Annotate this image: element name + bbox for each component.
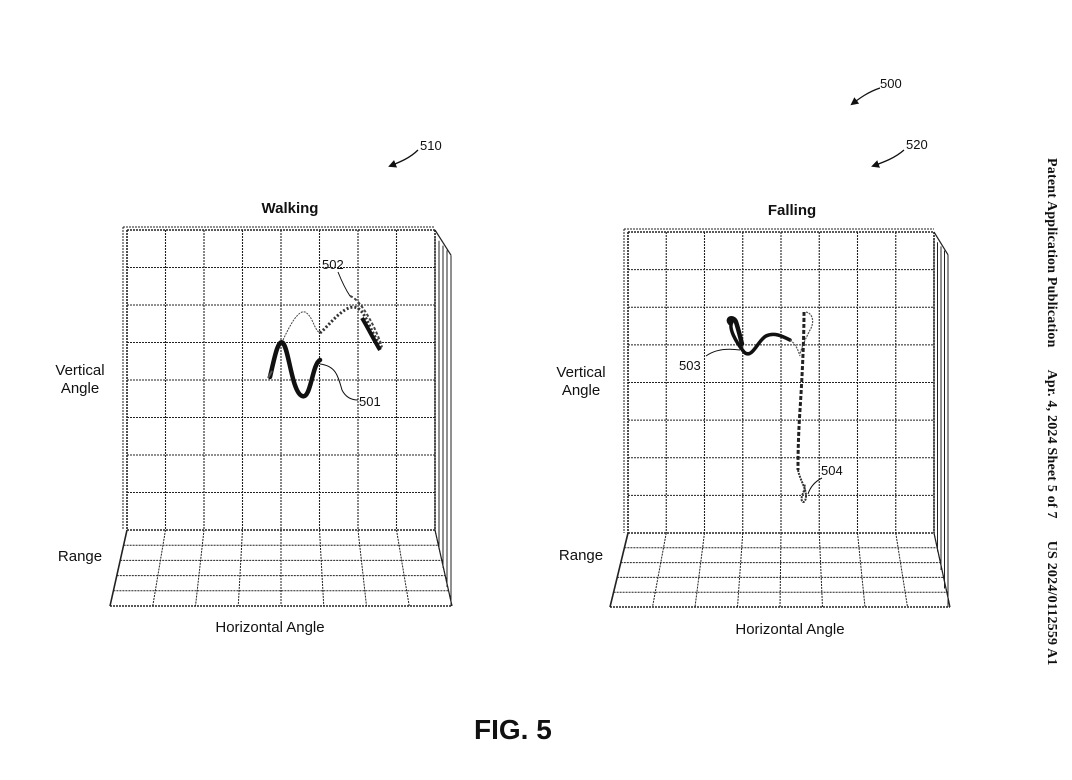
grid-line bbox=[396, 529, 410, 607]
falling-title: Falling bbox=[767, 202, 817, 219]
grid-line bbox=[857, 532, 866, 608]
ref-500: 500 bbox=[880, 76, 902, 91]
ref-504: 504 bbox=[821, 463, 843, 478]
leader-501 bbox=[319, 363, 359, 401]
walking-horizontal-angle-label: Horizontal Angle bbox=[215, 619, 325, 636]
falling-horizontal-angle-label: Horizontal Angle bbox=[735, 621, 845, 638]
walking-range-label: Range bbox=[57, 548, 103, 565]
grid-line bbox=[779, 532, 782, 608]
walking-vertical-angle-label: Vertical Angle bbox=[55, 362, 105, 397]
falling-traces bbox=[705, 311, 823, 503]
trace-502-thick bbox=[360, 316, 382, 352]
trace-501 bbox=[267, 340, 323, 399]
walking-plot bbox=[109, 226, 453, 607]
trace-504-end bbox=[797, 469, 808, 503]
walking-title: Walking bbox=[261, 200, 319, 217]
grid-line bbox=[434, 229, 452, 256]
trace-502 bbox=[319, 305, 384, 349]
grid-line bbox=[737, 532, 744, 608]
grid-line bbox=[933, 532, 951, 608]
trace-503-loop bbox=[726, 316, 745, 347]
ref-520: 520 bbox=[906, 137, 928, 152]
leader-500-arrow bbox=[850, 87, 881, 106]
falling-range-label: Range bbox=[558, 547, 604, 564]
grid-line bbox=[195, 529, 205, 607]
trace-501-tail bbox=[267, 370, 273, 379]
trace-503 bbox=[729, 320, 792, 356]
grid-line bbox=[109, 529, 128, 607]
leader-502 bbox=[337, 271, 351, 297]
walking-traces bbox=[267, 271, 384, 401]
publication-title: Patent Application Publication bbox=[1044, 158, 1059, 348]
leader-520-arrow bbox=[871, 149, 905, 168]
publication-number: US 2024/0112559 A1 bbox=[1044, 540, 1059, 666]
trace-faint-arch bbox=[282, 311, 321, 341]
falling-plot bbox=[609, 228, 951, 608]
grid-line bbox=[152, 529, 166, 607]
grid-line bbox=[357, 529, 367, 607]
leader-504 bbox=[807, 477, 823, 495]
trace-503-top bbox=[799, 311, 814, 355]
figure-label: FIG. 5 bbox=[474, 714, 552, 745]
leader-510-arrow bbox=[388, 149, 419, 168]
date-sheet: Apr. 4, 2024 Sheet 5 of 7 bbox=[1044, 369, 1059, 519]
trace-502-hook bbox=[349, 295, 383, 347]
trace-504 bbox=[796, 311, 806, 471]
ref-502: 502 bbox=[322, 257, 344, 272]
grid-line bbox=[694, 532, 705, 608]
leader-503 bbox=[705, 348, 741, 357]
ref-501: 501 bbox=[359, 394, 381, 409]
grid-line bbox=[237, 529, 243, 607]
grid-line bbox=[895, 532, 908, 608]
patent-header: Patent Application PublicationApr. 4, 20… bbox=[1038, 72, 1064, 752]
ref-510: 510 bbox=[420, 138, 442, 153]
falling-vertical-angle-label: Vertical Angle bbox=[556, 364, 606, 399]
grid-line bbox=[652, 532, 667, 608]
trace-503-faint bbox=[789, 339, 801, 357]
grid-line bbox=[319, 529, 325, 607]
ref-503: 503 bbox=[679, 358, 701, 373]
grid-line bbox=[818, 532, 823, 608]
grid-line bbox=[933, 231, 949, 256]
grid-line bbox=[609, 532, 629, 608]
grid-line bbox=[434, 529, 453, 607]
